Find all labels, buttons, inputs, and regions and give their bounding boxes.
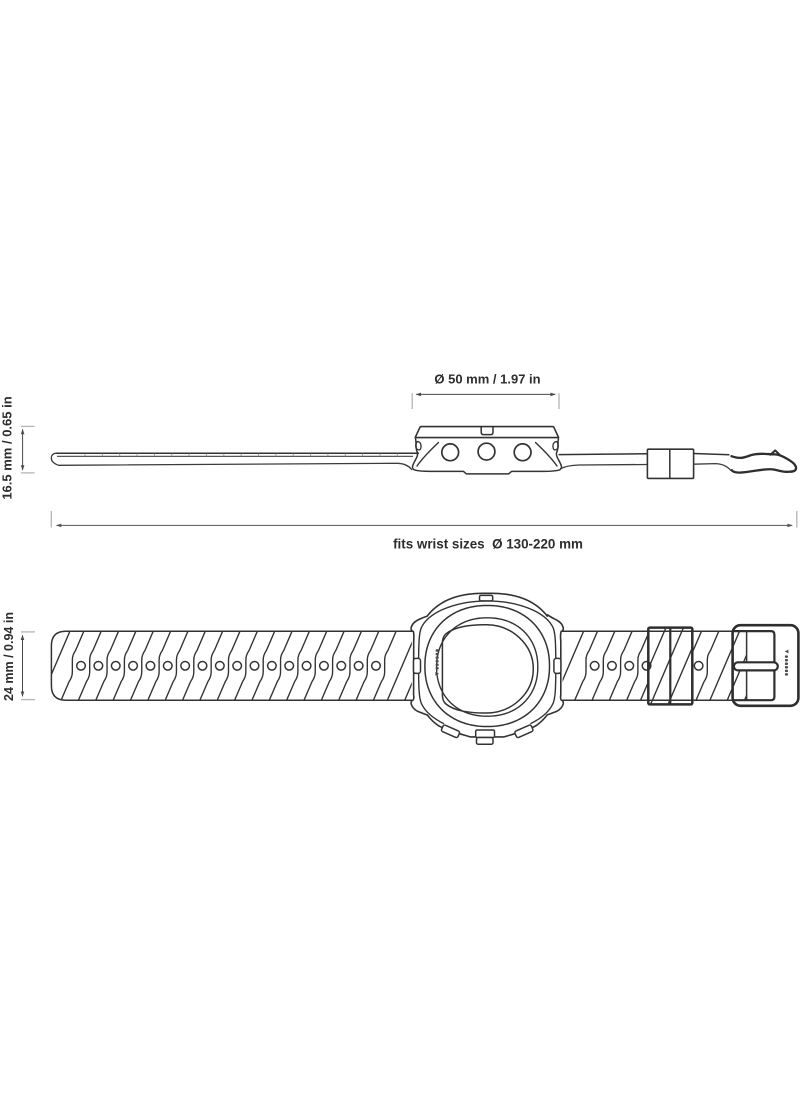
svg-text:16.5 mm / 0.65 in: 16.5 mm / 0.65 in — [0, 396, 15, 499]
svg-text:24 mm / 0.94 in: 24 mm / 0.94 in — [2, 612, 16, 701]
svg-text:fits wrist sizes Ø 130-220 mm: fits wrist sizes Ø 130-220 mm — [393, 537, 583, 552]
svg-text:Ø 50 mm / 1.97 in: Ø 50 mm / 1.97 in — [434, 371, 540, 386]
